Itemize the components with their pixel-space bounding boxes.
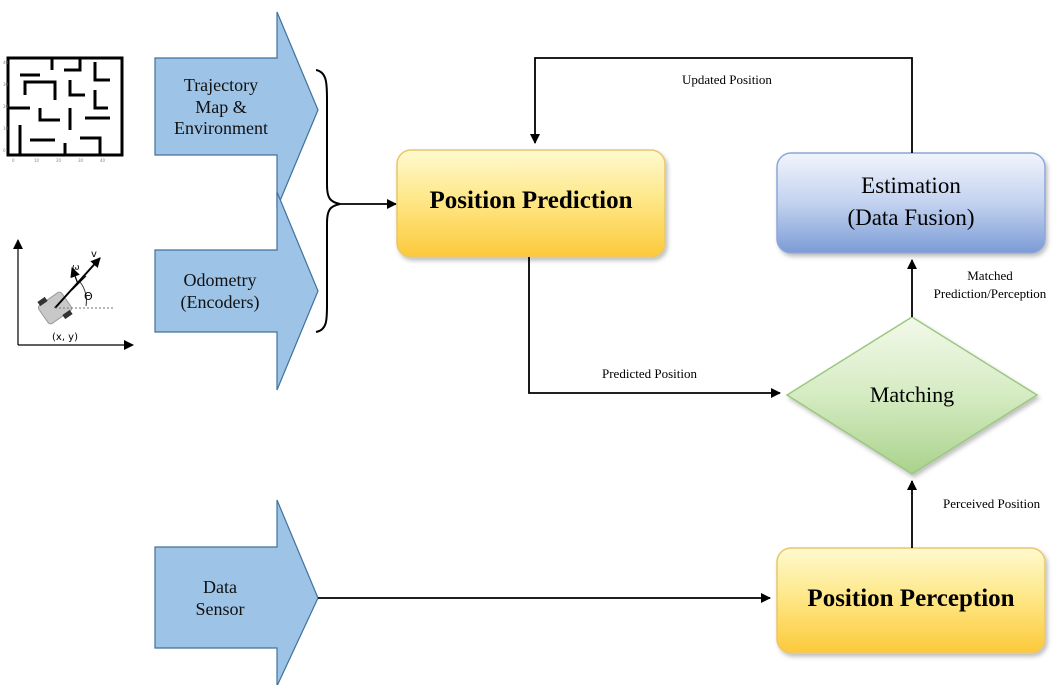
velocity-label: v <box>91 249 97 260</box>
position-perception-title: Position Perception <box>807 585 1015 612</box>
matched-line1: Matched <box>967 268 1013 283</box>
odometry-line1: Odometry <box>183 270 257 291</box>
predicted-position-connector <box>528 257 781 398</box>
sensor-input-label: Data Sensor <box>155 550 285 648</box>
svg-text:10: 10 <box>3 126 9 131</box>
theta-label: Θ <box>84 290 93 303</box>
position-prediction-box <box>396 149 666 258</box>
matching-diamond <box>785 316 1039 475</box>
estimation-box <box>776 152 1046 254</box>
position-perception-box <box>776 547 1046 654</box>
svg-text:0: 0 <box>3 148 6 153</box>
trajectory-input-arrow <box>154 11 319 209</box>
trajectory-input-label: Trajectory Map & Environment <box>155 60 287 155</box>
updated-position-connector <box>530 57 913 153</box>
svg-text:40: 40 <box>100 158 106 163</box>
svg-text:20: 20 <box>3 104 9 109</box>
coords-label: (x, y) <box>52 332 78 343</box>
updated-position-label: Updated Position <box>682 72 772 87</box>
sensor-line2: Sensor <box>195 599 245 619</box>
svg-text:20: 20 <box>56 158 62 163</box>
odometry-input-label: Odometry (Encoders) <box>155 252 285 332</box>
svg-text:10: 10 <box>34 158 40 163</box>
svg-text:30: 30 <box>78 158 84 163</box>
trajectory-line1: Trajectory <box>183 75 259 96</box>
odometry-input-arrow <box>154 191 319 391</box>
matched-line2: Prediction/Perception <box>933 285 1047 301</box>
svg-text:40: 40 <box>3 60 9 65</box>
perceived-position-label: Perceived Position <box>943 496 1041 511</box>
svg-text:30: 30 <box>3 82 9 87</box>
trajectory-line3: Environment <box>174 118 268 139</box>
omega-label: ω <box>72 263 80 273</box>
odometry-line2: (Encoders) <box>180 292 260 312</box>
estimation-line2: (Data Fusion) <box>847 204 975 230</box>
sensor-line1: Data <box>203 577 237 598</box>
sensor-input-arrow <box>154 499 319 685</box>
maze-map-icon: 40 30 20 10 0 0 10 20 30 40 <box>3 56 124 163</box>
matched-label: Matched Prediction/Perception <box>920 267 1060 302</box>
input-merge-brace <box>315 69 341 333</box>
robot-odometry-icon: ω v Θ (x, y) <box>13 239 134 350</box>
svg-text:0: 0 <box>12 158 15 163</box>
predicted-position-label: Predicted Position <box>602 366 697 381</box>
trajectory-line2: Map & <box>195 96 247 117</box>
matching-title: Matching <box>869 381 955 407</box>
estimation-title: Estimation (Data Fusion) <box>777 153 1045 250</box>
position-prediction-title: Position Prediction <box>429 187 633 214</box>
estimation-line1: Estimation <box>861 173 961 199</box>
